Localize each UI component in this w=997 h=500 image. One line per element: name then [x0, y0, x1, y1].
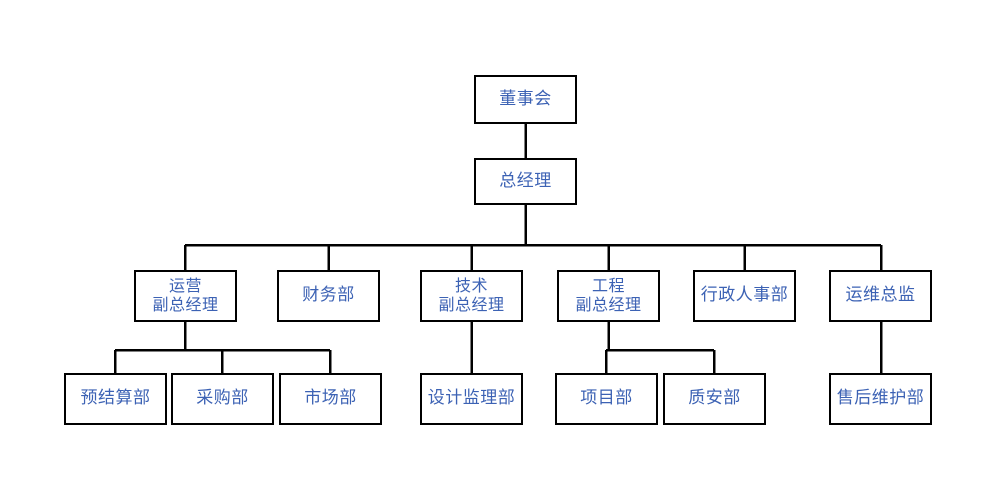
node-finance-dept[interactable]: 财务部: [277, 270, 380, 322]
node-purchasing-dept[interactable]: 采购部: [171, 373, 274, 425]
node-tech-vp[interactable]: 技术 副总经理: [420, 270, 523, 322]
node-general-manager[interactable]: 总经理: [474, 158, 577, 205]
node-budget-dept[interactable]: 预结算部: [64, 373, 167, 425]
node-ops-maint-director[interactable]: 运维总监: [829, 270, 932, 322]
node-project-dept[interactable]: 项目部: [555, 373, 658, 425]
node-quality-safety-dept[interactable]: 质安部: [663, 373, 766, 425]
node-marketing-dept[interactable]: 市场部: [279, 373, 382, 425]
node-ops-vp[interactable]: 运营 副总经理: [134, 270, 237, 322]
node-admin-hr-dept[interactable]: 行政人事部: [693, 270, 796, 322]
node-after-sales-dept[interactable]: 售后维护部: [829, 373, 932, 425]
node-eng-vp[interactable]: 工程 副总经理: [557, 270, 660, 322]
node-board[interactable]: 董事会: [474, 75, 577, 124]
node-design-supervision-dept[interactable]: 设计监理部: [420, 373, 523, 425]
